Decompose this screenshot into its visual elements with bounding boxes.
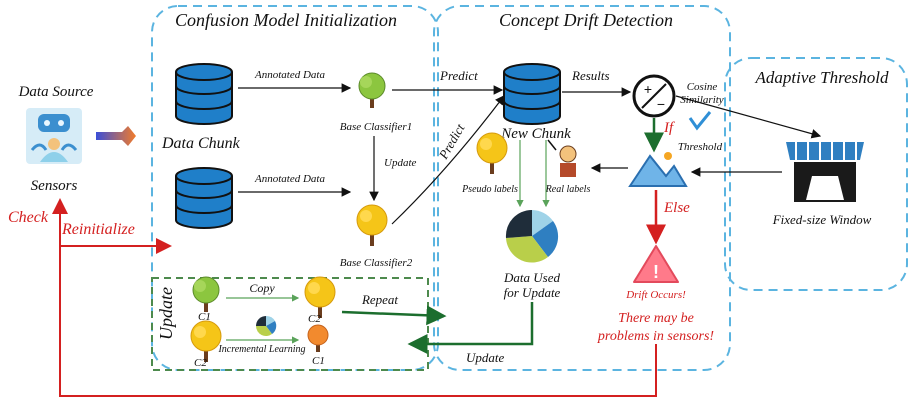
data-to-update-arrow — [407, 302, 534, 354]
fixed-window-icon — [786, 142, 864, 202]
new-chunk-db — [503, 63, 561, 125]
drift-section-box — [433, 5, 731, 371]
cosine-label: Cosine — [687, 81, 718, 93]
c2-bottom-label: C2 — [194, 357, 207, 369]
update-title: Update — [156, 287, 176, 340]
similarity-label: Similarity — [680, 94, 724, 106]
repeat-arrow — [341, 305, 447, 326]
drift-title: Concept Drift Detection — [499, 10, 673, 30]
threshold-mountain-icon — [628, 152, 688, 187]
cosine-to-window-arrow — [675, 95, 822, 139]
new-chunk-label: New Chunk — [500, 126, 571, 142]
data-pie-icon — [505, 209, 559, 263]
predict-arrow-2 — [391, 95, 505, 225]
update-section-box — [151, 277, 429, 371]
problems-label-2: problems in sensors! — [597, 329, 714, 344]
if-label: If — [663, 120, 675, 136]
warning-icon: ! — [633, 245, 679, 283]
annotated-label-1: Annotated Data — [254, 69, 325, 81]
repeat-label: Repeat — [361, 292, 398, 307]
data-chunk-db-bottom — [175, 167, 233, 229]
check-loop-arrow — [52, 198, 657, 397]
pseudo-labels-tree — [476, 132, 508, 175]
data-chunk-db-top — [175, 63, 233, 125]
real-labels-label: Real labels — [545, 184, 591, 195]
predict-label-2: Predict — [435, 121, 468, 162]
mini-pie-icon — [256, 315, 277, 336]
c1-bottom-label: C1 — [312, 355, 325, 367]
predict-label-1: Predict — [439, 68, 478, 83]
sensors-icon — [26, 108, 82, 164]
base-classifier1-label: Base Classifier1 — [340, 121, 412, 133]
check-label: Check — [8, 209, 49, 226]
svg-text:+: + — [644, 81, 652, 97]
data-chunk-label: Data Chunk — [161, 135, 241, 152]
pseudo-labels-label: Pseudo labels — [461, 184, 518, 195]
check-mark-icon — [688, 111, 712, 131]
source-chevron — [96, 126, 136, 146]
annotated-label-2: Annotated Data — [254, 173, 325, 185]
init-section-box — [151, 5, 439, 371]
c1-top-label: C1 — [198, 311, 211, 323]
copy-label: Copy — [249, 281, 275, 295]
cosine-similarity-icon: + − — [632, 74, 676, 118]
init-update-label: Update — [384, 157, 417, 169]
base-classifier1-tree — [358, 72, 386, 109]
c2-bottom-tree — [190, 320, 222, 363]
drift-occurs-label: Drift Occurs! — [625, 289, 686, 301]
svg-text:!: ! — [653, 262, 659, 282]
base-classifier2-label: Base Classifier2 — [340, 257, 413, 269]
c1-bottom-tree — [307, 324, 329, 353]
reinitialize-label: Reinitialize — [61, 221, 135, 238]
data-used-label-1: Data Used — [503, 270, 560, 285]
fixed-window-label: Fixed-size Window — [772, 212, 872, 227]
init-title: Confusion Model Initialization — [175, 10, 397, 30]
else-label: Else — [663, 200, 690, 216]
svg-text:−: − — [657, 96, 665, 112]
sensors-label: Sensors — [31, 178, 78, 194]
results-label: Results — [571, 68, 610, 83]
c1-top-tree — [192, 276, 220, 313]
incremental-label: Incremental Learning — [217, 344, 305, 355]
adaptive-title: Adaptive Threshold — [755, 68, 889, 87]
teacher-icon — [547, 139, 577, 177]
c2-top-tree — [304, 276, 336, 319]
problems-label-1: There may be — [618, 311, 694, 326]
data-used-label-2: for Update — [504, 285, 561, 300]
c2-top-label: C2 — [308, 313, 321, 325]
threshold-label: Threshold — [678, 141, 723, 153]
adaptive-section-box — [724, 57, 908, 291]
base-classifier2-tree — [356, 204, 388, 247]
data-source-label: Data Source — [18, 84, 94, 100]
drift-update-label: Update — [466, 350, 505, 365]
